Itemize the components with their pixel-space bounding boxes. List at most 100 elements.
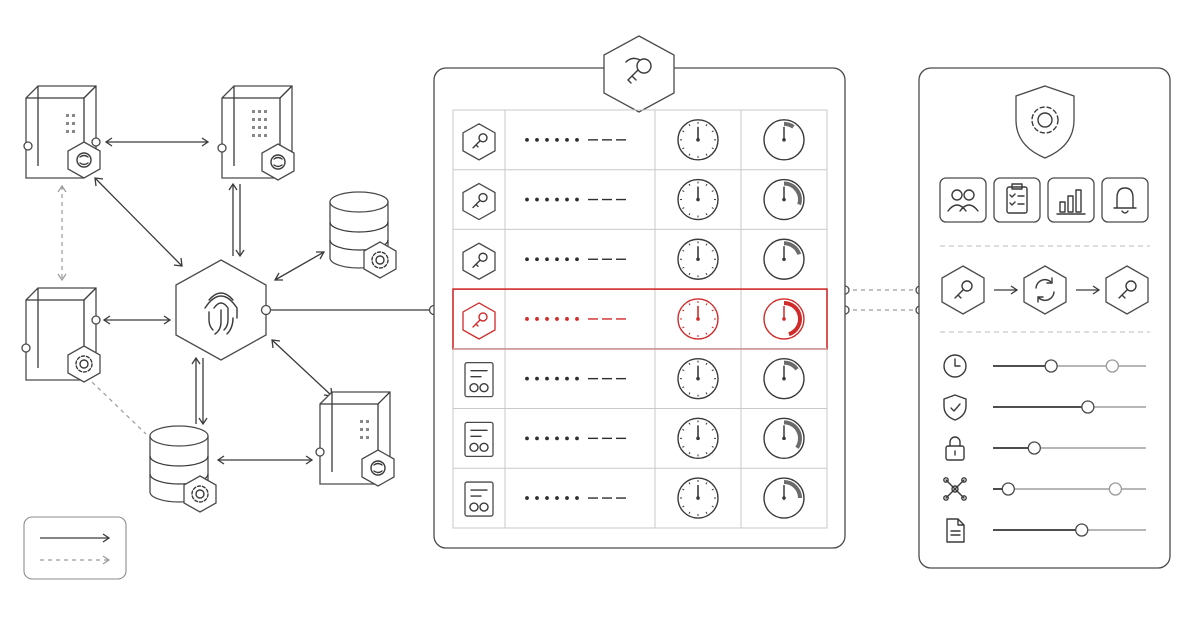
vault-row[interactable]	[453, 408, 827, 460]
toolbar-button-chart[interactable]	[1047, 177, 1095, 223]
brain-chip-icon	[67, 141, 101, 179]
key-icon	[462, 123, 496, 161]
toolbar-button-alerts[interactable]	[1101, 177, 1149, 223]
toolbar-button-users[interactable]	[939, 177, 987, 223]
key-stack-icon	[603, 35, 675, 113]
arrowhead	[163, 315, 172, 325]
flow-arrow	[1076, 285, 1101, 295]
arrowhead	[102, 315, 111, 325]
masked-secret	[525, 137, 626, 142]
arrowhead	[271, 339, 281, 349]
masked-secret	[525, 257, 626, 262]
fingerprint-icon	[204, 292, 238, 335]
vault-row[interactable]	[453, 348, 827, 400]
vault-row[interactable]	[453, 228, 827, 280]
vault-row[interactable]	[453, 467, 827, 519]
legend-dashed-line	[40, 555, 111, 565]
masked-secret	[525, 376, 626, 381]
identity-hub[interactable]	[175, 259, 272, 361]
arrowhead	[273, 272, 283, 281]
clipboard-checklist-icon	[1006, 183, 1028, 214]
connector-dot	[260, 304, 272, 316]
arrowhead	[94, 177, 104, 187]
slider-thumb[interactable]	[1081, 400, 1095, 414]
clock-icon	[677, 178, 719, 221]
masked-secret	[525, 317, 626, 321]
server-node[interactable]	[217, 85, 295, 181]
key-rotation-flow	[941, 265, 1149, 315]
expiry-gauge	[763, 178, 805, 221]
certificate-icon	[464, 421, 494, 458]
server-edge	[83, 85, 97, 99]
certificate-icon	[464, 361, 494, 398]
users-icon	[947, 189, 979, 212]
server-node[interactable]	[23, 85, 101, 179]
policy-slider[interactable]	[943, 477, 1146, 501]
clock-icon	[677, 417, 719, 460]
toolbar-button-checklist[interactable]	[993, 177, 1041, 223]
slider-thumb[interactable]	[1001, 482, 1015, 496]
policy-sliders	[943, 354, 1146, 543]
key-icon	[462, 242, 496, 280]
masked-secret	[525, 197, 626, 202]
database-node[interactable]	[149, 425, 217, 513]
clock-icon	[677, 477, 719, 519]
shield-gear-icon	[1015, 85, 1075, 159]
policy-slider[interactable]	[945, 436, 1146, 461]
vault-row[interactable]	[453, 169, 827, 221]
slider-thumb[interactable]	[1044, 359, 1058, 373]
arrowhead	[228, 182, 238, 191]
rotation-source-key	[941, 265, 985, 315]
connector-dot	[91, 315, 101, 325]
document-icon	[946, 518, 965, 543]
server-node[interactable]	[315, 391, 395, 487]
expiry-gauge	[763, 119, 805, 161]
gear-icon	[183, 475, 217, 513]
expiry-gauge	[763, 238, 805, 280]
network-nodes-icon	[943, 477, 967, 501]
control-panel	[918, 67, 1171, 569]
expiry-gauge	[763, 298, 805, 340]
arrowhead	[104, 137, 113, 147]
arrowhead	[57, 273, 67, 282]
policy-slider[interactable]	[946, 518, 1146, 543]
policy-slider[interactable]	[943, 354, 1146, 378]
expiry-gauge	[763, 477, 805, 519]
vault-row[interactable]	[452, 288, 828, 350]
arrowhead	[216, 455, 225, 465]
arrowhead	[173, 257, 183, 267]
policy-slider[interactable]	[943, 394, 1146, 421]
shield-check-icon	[943, 394, 967, 421]
key-icon	[1118, 280, 1137, 299]
clock-icon	[677, 357, 719, 400]
arrowhead	[235, 249, 245, 258]
clock-icon	[677, 238, 719, 280]
panel-toolbar	[939, 177, 1149, 223]
legend-solid-line	[40, 533, 111, 543]
server-edge	[83, 287, 97, 301]
flow-arrow	[994, 285, 1019, 295]
database-top	[329, 191, 389, 213]
server-node[interactable]	[21, 287, 101, 383]
link-server1-hub	[94, 177, 183, 267]
key-icon	[462, 302, 496, 340]
link-db1-hub	[274, 251, 325, 281]
clock-icon	[943, 354, 967, 378]
gear-icon	[363, 241, 397, 279]
slider-thumb[interactable]	[1108, 482, 1123, 496]
lock-icon	[945, 436, 965, 461]
slider-thumb[interactable]	[1027, 441, 1041, 455]
slider-thumb[interactable]	[1075, 523, 1089, 537]
connector-dot	[91, 137, 101, 147]
database-node[interactable]	[329, 191, 397, 279]
clock-icon	[677, 298, 719, 340]
brain-chip-icon	[261, 143, 295, 181]
key-vault-panel	[433, 35, 846, 549]
connector-dot	[21, 343, 31, 353]
vault-row[interactable]	[462, 119, 805, 161]
slider-thumb[interactable]	[1105, 359, 1119, 373]
database-rings	[329, 221, 389, 251]
key-icon	[462, 182, 496, 221]
server-edge	[377, 391, 391, 405]
arrowhead	[191, 356, 201, 365]
